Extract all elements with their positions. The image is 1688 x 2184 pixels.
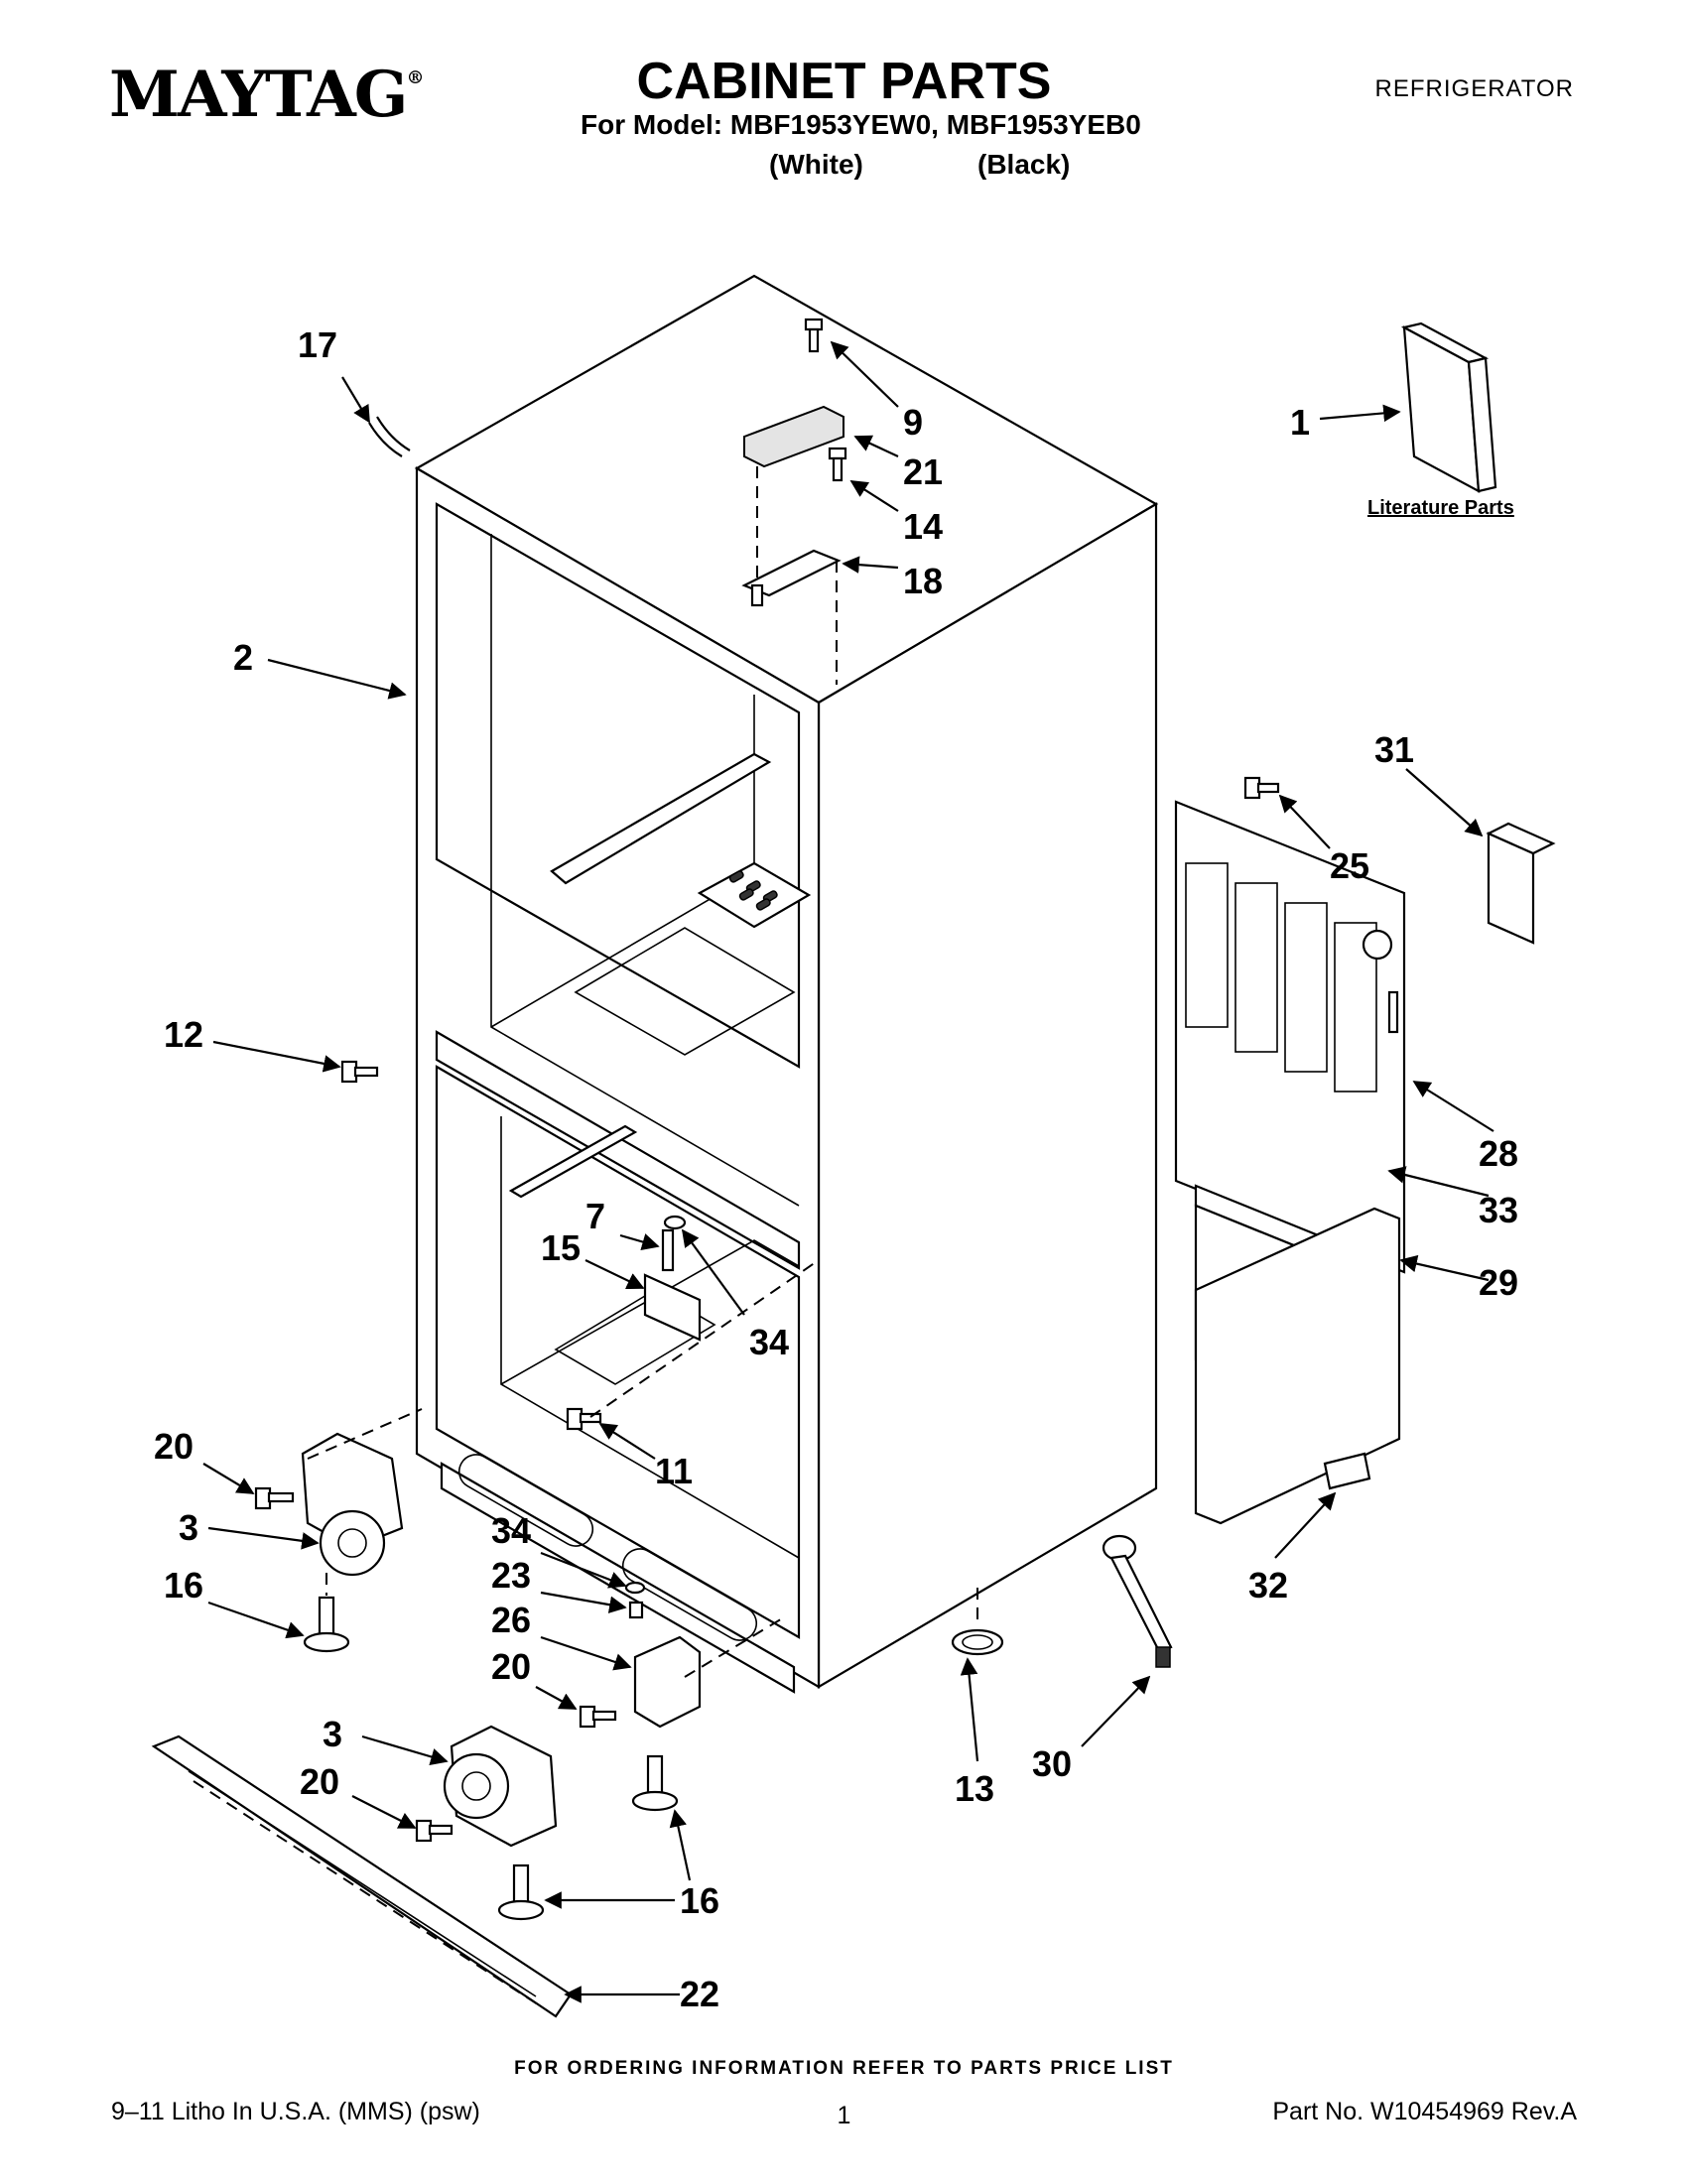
- rear-grille-panel: [1174, 800, 1406, 1274]
- callout-20-center: 20: [491, 1646, 531, 1687]
- callout-7: 7: [585, 1196, 605, 1236]
- toe-grille-22: [151, 1734, 573, 2018]
- roller-assembly-center: [415, 1705, 617, 1921]
- callout-23: 23: [491, 1555, 531, 1596]
- foot-pad-13: [951, 1628, 1004, 1656]
- brand-logo: MAYTAG®: [109, 58, 424, 132]
- page-number: 1: [837, 2102, 851, 2129]
- callout-15: 15: [541, 1227, 581, 1268]
- base-opening-left: [457, 1454, 594, 1547]
- callout-9: 9: [903, 402, 923, 443]
- callout-14: 14: [903, 506, 943, 547]
- callout-25: 25: [1330, 845, 1369, 886]
- callout-16-right: 16: [680, 1880, 719, 1921]
- callout-16-left: 16: [164, 1565, 203, 1606]
- callout-12: 12: [164, 1014, 203, 1055]
- callout-30: 30: [1032, 1743, 1072, 1784]
- vent-slots-3: [1284, 902, 1328, 1073]
- callout-3-center: 3: [323, 1714, 342, 1754]
- top-hinge-assembly: [741, 318, 847, 685]
- callout-32: 32: [1248, 1565, 1288, 1606]
- roller-bracket-left: [301, 1432, 404, 1550]
- callout-20-bottom: 20: [300, 1761, 339, 1802]
- callout-33: 33: [1479, 1190, 1518, 1230]
- cabinet-right-side: [817, 502, 1158, 1689]
- callout-26: 26: [491, 1600, 531, 1640]
- vent-slots-1: [1185, 862, 1229, 1028]
- ordering-info-note: FOR ORDERING INFORMATION REFER TO PARTS …: [514, 2058, 1174, 2079]
- callout-labels: 17 9 21 14 18 1 Literature Parts 2 31 25…: [154, 324, 1518, 2014]
- callout-22: 22: [680, 1974, 719, 2014]
- leveling-bracket-26: [633, 1635, 702, 1729]
- variant-black: (Black): [977, 149, 1071, 180]
- variant-white: (White): [769, 149, 863, 180]
- screw-20-left: [254, 1486, 272, 1510]
- appliance-category: REFRIGERATOR: [1374, 75, 1574, 102]
- vent-slots-2: [1234, 882, 1278, 1053]
- shelf-rail: [550, 752, 772, 885]
- callout-13: 13: [955, 1768, 994, 1809]
- tube-17: [368, 422, 403, 457]
- wrench-30: [1102, 1534, 1173, 1668]
- pin-7: [661, 1228, 675, 1272]
- callout-11: 11: [655, 1451, 693, 1491]
- freezer-hinge-15: [643, 1273, 702, 1342]
- callout-18: 18: [903, 561, 943, 601]
- freezer-slide-left: [508, 1124, 638, 1199]
- litho-print-info: 9–11 Litho In U.S.A. (MMS) (psw): [111, 2098, 480, 2125]
- base-opening-right: [621, 1548, 758, 1641]
- center-mullion: [435, 1030, 801, 1270]
- screw-20-lower: [415, 1819, 433, 1843]
- model-numbers: For Model: MBF1953YEW0, MBF1953YEB0: [581, 109, 1141, 140]
- callout-21: 21: [903, 451, 943, 492]
- literature-parts-caption: Literature Parts: [1367, 497, 1514, 519]
- wrench-handle: [1109, 1554, 1173, 1653]
- document-part-number: Part No. W10454969 Rev.A: [1272, 2098, 1577, 2125]
- callout-2: 2: [233, 637, 253, 678]
- leveling-leg-left: [318, 1596, 335, 1639]
- callout-34-lower: 34: [491, 1510, 531, 1551]
- callout-31: 31: [1374, 729, 1414, 770]
- callout-34-upper: 34: [749, 1322, 789, 1362]
- lower-rear-panel-29: [1194, 1207, 1401, 1525]
- roller-wheel-left: [319, 1509, 386, 1577]
- literature-parts: [1400, 321, 1497, 493]
- callout-29: 29: [1479, 1262, 1518, 1303]
- fresh-food-opening: [435, 502, 801, 1069]
- registered-mark: ®: [406, 67, 424, 88]
- leveling-leg-right: [646, 1754, 664, 1798]
- screw-9: [804, 318, 824, 331]
- screw-12: [340, 1060, 358, 1084]
- page-title: CABINET PARTS: [636, 53, 1052, 110]
- fresh-food-floor: [574, 927, 796, 1056]
- nut-23: [628, 1601, 644, 1619]
- washer-34: [663, 1215, 687, 1230]
- vent-slots-4: [1334, 922, 1377, 1092]
- callout-3-left: 3: [179, 1507, 198, 1548]
- leveling-leg-center: [512, 1863, 530, 1907]
- callout-28: 28: [1479, 1133, 1518, 1174]
- roller-assembly-left: [254, 1408, 423, 1653]
- grommet-hole: [1362, 929, 1393, 961]
- callout-20-left: 20: [154, 1426, 194, 1467]
- brand-name: MAYTAG: [109, 58, 408, 132]
- clip-32: [1323, 1452, 1371, 1490]
- leader-lines: [202, 340, 1494, 2003]
- cabinet-shell: [414, 274, 1159, 1694]
- callout-1: 1: [1290, 402, 1310, 443]
- hinge-cover: [743, 405, 844, 468]
- callout-17: 17: [298, 324, 337, 365]
- washer-34-lower: [624, 1581, 646, 1595]
- screw-14: [828, 447, 847, 460]
- freezer-opening: [435, 1065, 801, 1639]
- roller-wheel-center: [443, 1752, 510, 1820]
